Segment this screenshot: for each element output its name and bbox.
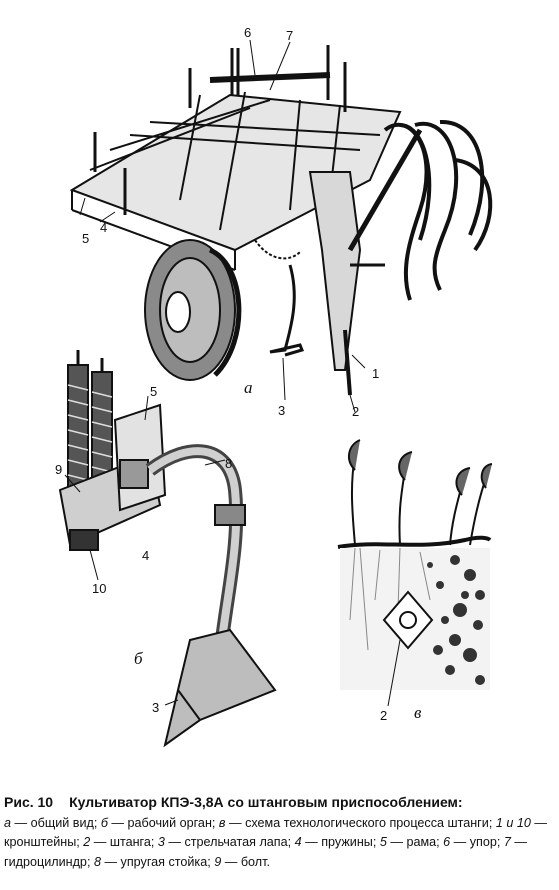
label-a-3: 3 <box>278 403 285 418</box>
label-b-5: 5 <box>150 384 157 399</box>
legend-text: стрельчатая лапа <box>184 835 288 849</box>
label-b-8: 8 <box>225 456 232 471</box>
legend-key: 2 <box>83 835 91 849</box>
label-b-9: 9 <box>55 462 62 477</box>
legend-key: 5 <box>379 835 387 849</box>
chain <box>254 239 301 260</box>
legend-key: 3 <box>157 835 165 849</box>
legend-key: 1 и 10 <box>495 815 531 830</box>
bracket-1 <box>308 171 362 371</box>
label-a-6: 6 <box>244 25 251 40</box>
legend-text: болт <box>240 854 267 869</box>
legend-text: рама <box>406 835 437 849</box>
legend-text: схема технологического процесса штанги <box>245 815 489 830</box>
spring-tines <box>383 119 493 301</box>
caption-heading: Рис. 10 Культиватор КПЭ-3,8А со штанговым… <box>4 793 555 814</box>
figure-title: Культиватор КПЭ-3,8А со штанговым приспо… <box>69 794 463 810</box>
label-a-4: 4 <box>100 220 107 235</box>
plants <box>348 439 493 546</box>
label-view-b: б <box>134 649 143 668</box>
shovel-a <box>269 264 305 357</box>
label-view-c: в <box>414 703 422 722</box>
legend-key: 9 <box>214 854 222 869</box>
legend-text: упор <box>469 835 497 849</box>
label-b-10: 10 <box>92 581 106 596</box>
frame <box>69 93 402 252</box>
legend-key: 8 <box>93 854 101 869</box>
soil-surface <box>337 535 492 549</box>
process-scheme-view <box>337 439 493 707</box>
working-organ-view <box>58 350 277 748</box>
hydraulic-cylinder <box>209 72 331 83</box>
springs <box>67 350 113 523</box>
label-a-5: 5 <box>82 231 89 246</box>
figure-illustration: 6 7 5 4 1 3 2 а <box>55 25 493 748</box>
label-b-3: 3 <box>152 700 159 715</box>
figure-number: Рис. 10 <box>4 794 54 810</box>
figure-caption: Рис. 10 Культиватор КПЭ-3,8А со штанговым… <box>4 793 555 872</box>
label-a-2: 2 <box>352 404 359 419</box>
legend-text: упругая стойка <box>120 854 208 869</box>
legend-text: штанга <box>109 835 151 849</box>
legend-text: пружины <box>321 835 373 849</box>
legend-key: б <box>100 815 108 830</box>
legend-key: 4 <box>294 835 302 849</box>
legend-key: 6 <box>443 835 451 849</box>
label-a-1: 1 <box>372 366 379 381</box>
label-b-4: 4 <box>142 548 149 563</box>
legend-text: гидроцилиндр <box>4 854 87 869</box>
duckfoot-shovel <box>163 628 277 748</box>
legend-key: а <box>4 815 12 830</box>
legend-key: 7 <box>503 835 511 849</box>
rod <box>343 329 352 396</box>
cultivator-general-view <box>69 39 493 413</box>
legend-text: рабочий орган <box>127 815 212 830</box>
legend-text: общий вид <box>30 815 94 830</box>
label-c-2: 2 <box>380 708 387 723</box>
legend-text: кронштейны <box>4 835 77 849</box>
label-view-a: а <box>244 378 253 397</box>
caption-legend: а — общий вид; б — рабочий орган; в — сх… <box>4 815 547 869</box>
legend-key: в <box>218 815 226 830</box>
label-a-7: 7 <box>286 28 293 43</box>
